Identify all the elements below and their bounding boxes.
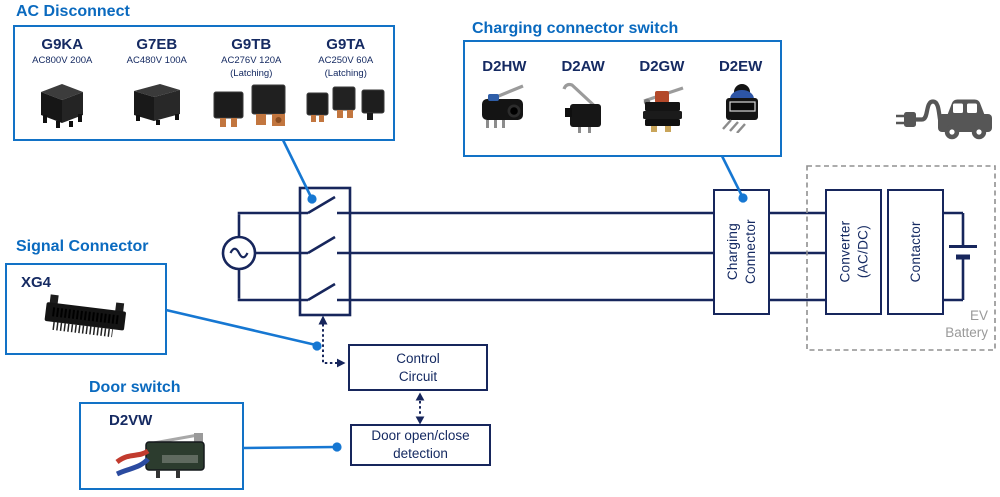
product-spec2: (Latching) (230, 68, 273, 80)
product-name: D2AW (561, 58, 605, 75)
ev-car-icon (896, 99, 992, 140)
converter-block: Converter (AC/DC) (825, 189, 882, 315)
g9ka-relay-image (41, 84, 84, 129)
product-d2hw: D2HW (465, 42, 544, 155)
d2vw-switch-image (115, 433, 205, 478)
product-name: D2GW (639, 58, 685, 75)
ac-source-icon (221, 235, 257, 271)
signal-connector-title: Signal Connector (16, 238, 149, 255)
g9tb-relay-image (213, 84, 286, 127)
product-spec: AC800V 200A (32, 54, 93, 66)
contactor-label: Contactor (907, 221, 923, 283)
ac-disconnect-box: G9KA AC800V 200A G7EB AC480V 100A (13, 25, 395, 141)
g9ta-relay-image (306, 86, 385, 122)
product-g7eb: G7EB AC480V 100A (110, 27, 205, 139)
disconnect-switch-symbol (298, 186, 352, 317)
door-switch-title: Door switch (89, 379, 181, 396)
door-detection-block: Door open/close detection (350, 424, 491, 466)
product-name: D2EW (718, 58, 763, 75)
product-g9ta: G9TA AC250V 60A (Latching) (299, 27, 394, 139)
product-name: G9TB (231, 36, 272, 53)
product-d2gw: D2GW (623, 42, 702, 155)
converter-label: Converter (AC/DC) (836, 221, 870, 283)
control-circuit-block: Control Circuit (348, 344, 488, 391)
product-spec: AC480V 100A (126, 54, 187, 66)
product-name: XG4 (21, 274, 52, 291)
callout-dot (332, 442, 342, 452)
product-name: D2VW (109, 412, 153, 429)
product-name: D2HW (482, 58, 527, 75)
battery-icon (949, 245, 977, 260)
product-name: G9TA (326, 36, 366, 53)
product-name: G7EB (136, 36, 178, 53)
product-d2aw: D2AW (544, 42, 623, 155)
door-switch-callout-line (242, 445, 337, 450)
product-spec: AC250V 60A (318, 54, 374, 66)
signal-connector-box: XG4 (5, 263, 167, 355)
ac-disconnect-title: AC Disconnect (16, 3, 130, 20)
d2ew-switch-image (721, 83, 758, 133)
charging-connector-switch-box: D2HW D2AW (463, 40, 782, 157)
door-detection-label: Door open/close detection (371, 428, 470, 461)
ev-battery-label: EV Battery (945, 308, 988, 340)
product-d2ew: D2EW (701, 42, 780, 155)
product-g9tb: G9TB AC276V 120A (Latching) (204, 27, 299, 139)
d2aw-switch-image (562, 82, 602, 133)
charging-connector-block: Charging Connector (713, 189, 770, 315)
d2gw-switch-image (642, 86, 684, 132)
signal-connector-callout-line (165, 308, 317, 347)
d2hw-switch-image (482, 84, 524, 128)
product-g9ka: G9KA AC800V 200A (15, 27, 110, 139)
callout-dot (307, 194, 317, 204)
control-circuit-label: Control Circuit (396, 350, 440, 384)
charging-connector-label: Charging Connector (724, 219, 758, 285)
callout-dot (312, 341, 322, 351)
contactor-block: Contactor (887, 189, 944, 315)
product-spec2: (Latching) (324, 68, 367, 80)
product-name: G9KA (41, 36, 84, 53)
ac-disconnect-callout-line (281, 139, 313, 198)
door-switch-box: D2VW (79, 402, 244, 490)
product-spec: AC276V 120A (221, 54, 282, 66)
xg4-connector-image (44, 294, 126, 338)
charging-connector-switch-title: Charging connector switch (472, 20, 679, 37)
g7eb-relay-image (133, 84, 180, 126)
